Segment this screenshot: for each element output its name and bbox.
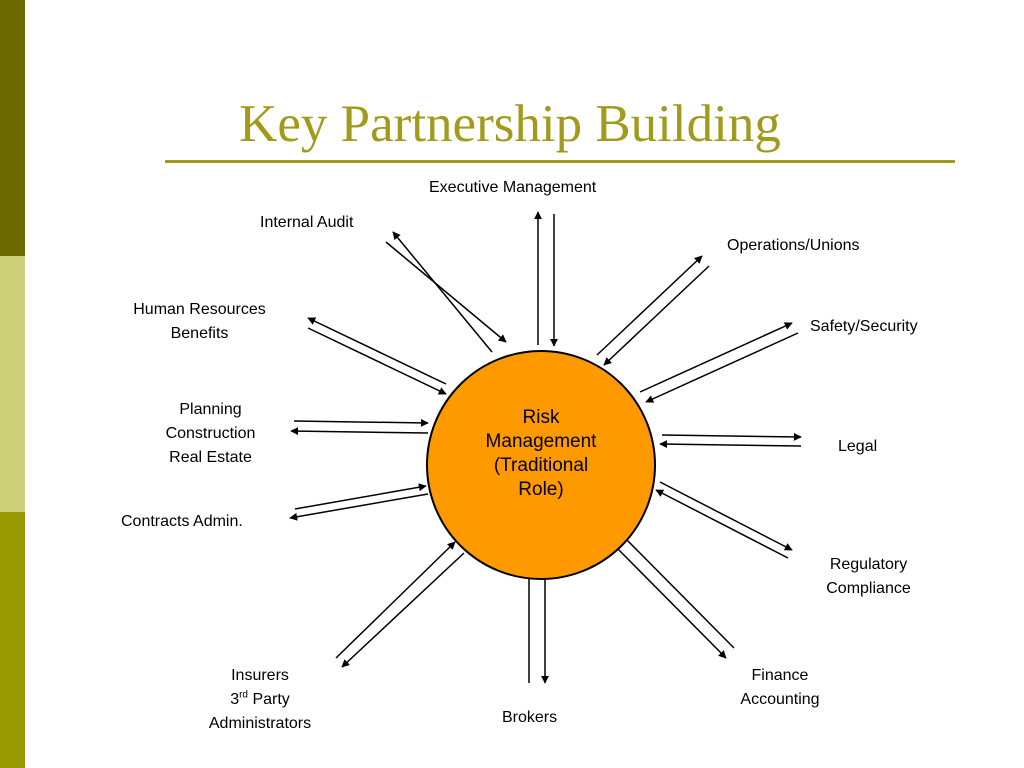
- node-label: Safety/Security: [810, 318, 918, 335]
- node-label: Brokers: [502, 709, 558, 726]
- arrow-from-human-resources: [307, 327, 447, 395]
- arrow-from-internal-audit: [385, 241, 507, 343]
- arrow-to-regulatory: [659, 481, 793, 551]
- node-executive-management: Executive Management: [429, 176, 596, 200]
- title-divider: [165, 160, 955, 163]
- node-legal: Legal: [838, 435, 877, 459]
- node-label-line2: 3rd Party: [190, 688, 330, 712]
- arrow-to-planning: [290, 427, 429, 436]
- hub-label-line: Management: [485, 431, 597, 452]
- node-label: Human Resources: [133, 301, 266, 318]
- node-contracts-admin: Contracts Admin.: [121, 510, 243, 534]
- arrow-to-operations: [596, 255, 703, 356]
- arrow-to-finance: [613, 544, 727, 659]
- risk-management-hub: [426, 350, 656, 580]
- arrow-to-internal-audit: [392, 231, 493, 353]
- node-label: Legal: [838, 438, 878, 455]
- node-finance-accounting: Finance Accounting: [725, 664, 835, 712]
- arrow-from-planning: [293, 418, 429, 427]
- node-label: Executive Management: [429, 179, 597, 196]
- node-label: Operations/Unions: [727, 237, 860, 254]
- sidebar-segment-bottom: [0, 512, 25, 768]
- node-planning: Planning Construction Real Estate: [148, 398, 273, 470]
- arrow-from-legal: [659, 440, 802, 449]
- arrow-to-insurers: [341, 552, 465, 668]
- arrow-to-contracts: [289, 493, 429, 521]
- arrow-from-contracts: [294, 483, 427, 510]
- node-label: Planning: [179, 401, 242, 418]
- sidebar-stripe: [0, 0, 25, 768]
- hub-label: Risk Management (Traditional Role): [426, 406, 656, 502]
- node-label: Construction: [165, 425, 256, 442]
- node-regulatory-compliance: Regulatory Compliance: [806, 553, 931, 601]
- arrow-to-safety: [639, 322, 793, 393]
- node-insurers: Insurers 3rd Party Administrators: [190, 664, 330, 736]
- node-label: Compliance: [826, 580, 911, 597]
- node-label: Benefits: [170, 325, 229, 342]
- arrow-to-legal: [661, 432, 802, 441]
- node-brokers: Brokers: [502, 706, 557, 730]
- node-internal-audit: Internal Audit: [260, 211, 353, 235]
- ordinal-suffix: rd: [239, 689, 248, 701]
- sidebar-segment-top: [0, 0, 25, 256]
- hub-label-line: (Traditional: [493, 455, 589, 476]
- arrow-from-regulatory: [655, 489, 789, 559]
- hub-label-line: Risk: [522, 407, 560, 428]
- node-label: Regulatory: [829, 556, 908, 573]
- arrow-from-finance: [621, 534, 735, 649]
- hub-label-line: Role): [518, 479, 564, 500]
- arrow-from-insurers: [335, 541, 456, 659]
- node-label: Accounting: [740, 691, 820, 708]
- node-label-part: Party: [248, 691, 290, 708]
- node-label: Contracts Admin.: [121, 513, 243, 530]
- arrow-from-operations: [603, 265, 710, 366]
- node-label: Insurers: [231, 667, 289, 684]
- node-label: Internal Audit: [260, 214, 354, 231]
- arrow-to-human-resources: [307, 317, 447, 385]
- node-human-resources: Human Resources Benefits: [112, 298, 287, 346]
- page-title: Key Partnership Building: [239, 95, 781, 153]
- node-label-part: 3: [230, 691, 240, 708]
- node-label: Finance: [751, 667, 809, 684]
- node-label: Administrators: [208, 715, 312, 732]
- sidebar-segment-middle: [0, 256, 25, 512]
- node-operations-unions: Operations/Unions: [727, 234, 860, 258]
- arrow-from-safety: [645, 332, 799, 403]
- node-label: Real Estate: [169, 449, 252, 466]
- node-safety-security: Safety/Security: [810, 315, 918, 339]
